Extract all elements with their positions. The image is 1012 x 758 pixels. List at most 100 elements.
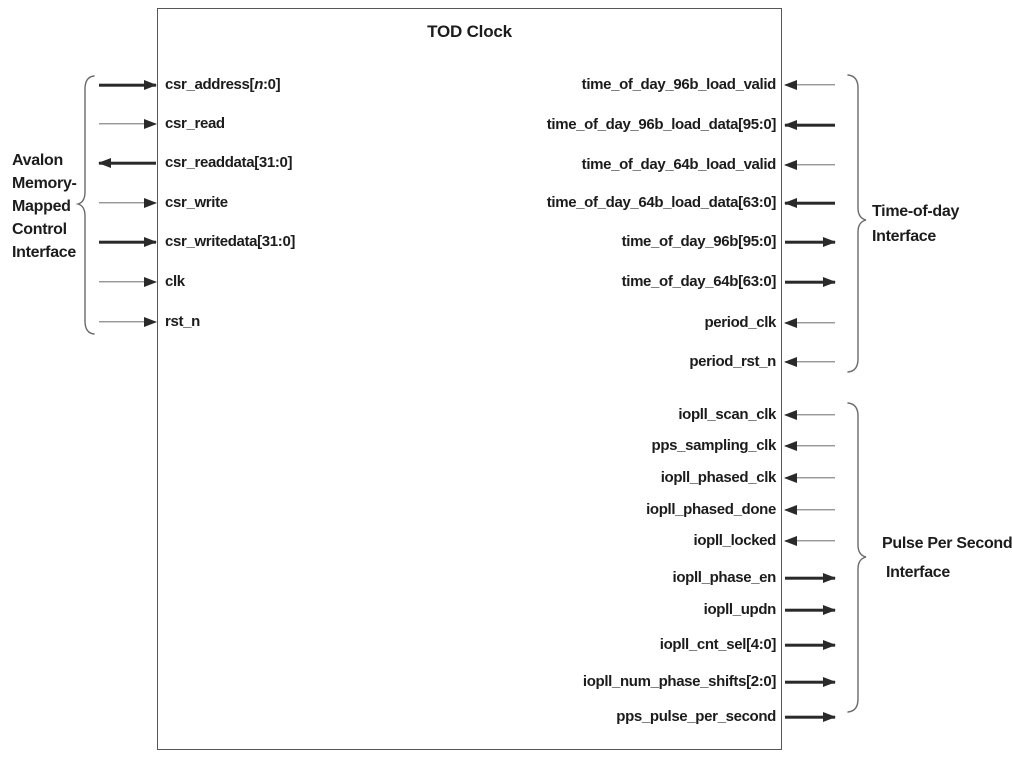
output-arrow-icon-iopll-cnt-sel-4-0	[784, 638, 836, 652]
arrow-shaft	[785, 84, 835, 86]
input-arrow-icon-clk	[98, 275, 157, 289]
arrow-shaft	[785, 477, 835, 479]
arrow-head	[823, 237, 836, 247]
arrow-shaft	[785, 643, 835, 647]
input-arrow-icon-iopll-locked	[784, 534, 836, 548]
output-arrow-icon-pps-pulse-per-second	[784, 710, 836, 724]
input-arrow-icon-iopll-phased-clk	[784, 471, 836, 485]
signal-label-iopll-phased-clk: iopll_phased_clk	[660, 468, 777, 486]
signal-label-pps-pulse-per-second: pps_pulse_per_second	[616, 707, 776, 725]
avalon-brace	[75, 75, 95, 335]
arrow-shaft	[99, 161, 156, 165]
arrow-shaft	[785, 201, 835, 205]
block-title: TOD Clock	[427, 22, 512, 41]
signal-label-text: :0]	[263, 75, 281, 93]
arrow-head	[98, 158, 111, 168]
signal-label-iopll-updn: iopll_updn	[703, 600, 777, 618]
output-arrow-icon-iopll-updn	[784, 603, 836, 617]
arrow-head	[784, 505, 797, 515]
arrow-head	[144, 317, 157, 327]
arrow-head	[784, 536, 797, 546]
arrow-head	[784, 80, 797, 90]
arrow-head	[144, 80, 157, 90]
signal-label-iopll-phased-done: iopll_phased_done	[646, 500, 776, 518]
arrow-head	[823, 712, 836, 722]
arrow-shaft	[99, 321, 156, 323]
arrow-shaft	[99, 123, 156, 125]
arrow-shaft	[785, 576, 835, 580]
signal-label-iopll-scan-clk: iopll_scan_clk	[678, 405, 776, 423]
signal-label-time-of-day-64b-63-0: time_of_day_64b[63:0]	[621, 272, 777, 290]
input-arrow-icon-time-of-day-64b-load-valid	[784, 158, 836, 172]
input-arrow-icon-time-of-day-96b-load-data-95-0	[784, 118, 836, 132]
signal-label-pps-sampling-clk: pps_sampling_clk	[651, 436, 777, 454]
signal-label-time-of-day-64b-load-data-63-0: time_of_day_64b_load_data[63:0]	[546, 193, 777, 211]
arrow-head	[784, 441, 797, 451]
input-arrow-icon-csr-writedata-31-0	[98, 235, 157, 249]
signal-label-time-of-day-96b-load-valid: time_of_day_96b_load_valid	[581, 75, 777, 93]
pps-label-line-1: Pulse Per Second	[882, 535, 1012, 552]
input-arrow-icon-csr-write	[98, 196, 157, 210]
arrow-head	[784, 318, 797, 328]
pps-label-line-2: Interface	[886, 564, 950, 581]
time-of-day-brace	[847, 74, 867, 373]
avalon-memory-mapped-control-interface-label: Avalon Memory- Mapped Control Interface	[12, 149, 77, 264]
arrow-shaft	[785, 509, 835, 511]
arrow-head	[823, 640, 836, 650]
arrow-head	[784, 198, 797, 208]
arrow-head	[144, 119, 157, 129]
arrow-head	[144, 277, 157, 287]
signal-label-clk: clk	[165, 272, 185, 290]
arrow-head	[823, 605, 836, 615]
input-arrow-icon-rst-n	[98, 315, 157, 329]
time-of-day-interface-label: Time-of-day Interface	[872, 199, 959, 249]
input-arrow-icon-csr-read	[98, 117, 157, 131]
signal-label-csr-address-n-0: csr_address[n:0]	[165, 75, 281, 93]
avalon-label-line-3: Mapped	[12, 198, 71, 215]
arrow-head	[784, 120, 797, 130]
signal-label-time-of-day-96b-load-data-95-0: time_of_day_96b_load_data[95:0]	[546, 115, 777, 133]
signal-label-csr-write: csr_write	[165, 193, 228, 211]
arrow-shaft	[785, 680, 835, 684]
arrow-shaft	[99, 83, 156, 87]
arrow-head	[144, 198, 157, 208]
signal-label-csr-writedata-31-0: csr_writedata[31:0]	[165, 232, 296, 250]
signal-label-rst-n: rst_n	[165, 312, 200, 330]
arrow-head	[784, 473, 797, 483]
arrow-head	[823, 277, 836, 287]
arrow-head	[784, 410, 797, 420]
arrow-shaft	[785, 322, 835, 324]
signal-label-iopll-locked: iopll_locked	[693, 531, 777, 549]
arrow-shaft	[785, 540, 835, 542]
arrow-head	[823, 677, 836, 687]
output-arrow-icon-iopll-num-phase-shifts-2-0	[784, 675, 836, 689]
signal-label-iopll-num-phase-shifts-2-0: iopll_num_phase_shifts[2:0]	[582, 672, 776, 690]
input-arrow-icon-time-of-day-64b-load-data-63-0	[784, 196, 836, 210]
arrow-shaft	[785, 164, 835, 166]
signal-label-period-clk: period_clk	[704, 313, 776, 331]
input-arrow-icon-pps-sampling-clk	[784, 439, 836, 453]
signal-label-time-of-day-96b-95-0: time_of_day_96b[95:0]	[621, 232, 777, 250]
tod-label-line-2: Interface	[872, 228, 936, 245]
pulse-per-second-brace	[847, 402, 867, 713]
arrow-shaft	[99, 240, 156, 244]
input-arrow-icon-period-clk	[784, 316, 836, 330]
arrow-shaft	[785, 414, 835, 416]
arrow-shaft	[785, 608, 835, 612]
pulse-per-second-interface-label: Pulse Per Second Interface	[882, 529, 1012, 587]
arrow-shaft	[785, 715, 835, 719]
input-arrow-icon-time-of-day-96b-load-valid	[784, 78, 836, 92]
tod-clock-block	[157, 8, 782, 750]
signal-label-iopll-phase-en: iopll_phase_en	[672, 568, 777, 586]
output-arrow-icon-iopll-phase-en	[784, 571, 836, 585]
arrow-head	[784, 357, 797, 367]
tod-label-line-1: Time-of-day	[872, 203, 960, 220]
arrow-head	[784, 160, 797, 170]
arrow-head	[823, 573, 836, 583]
arrow-shaft	[785, 280, 835, 284]
output-arrow-icon-csr-readdata-31-0	[98, 156, 157, 170]
avalon-label-line-2: Memory-	[12, 175, 77, 192]
input-arrow-icon-csr-address-n-0	[98, 78, 157, 92]
input-arrow-icon-period-rst-n	[784, 355, 836, 369]
